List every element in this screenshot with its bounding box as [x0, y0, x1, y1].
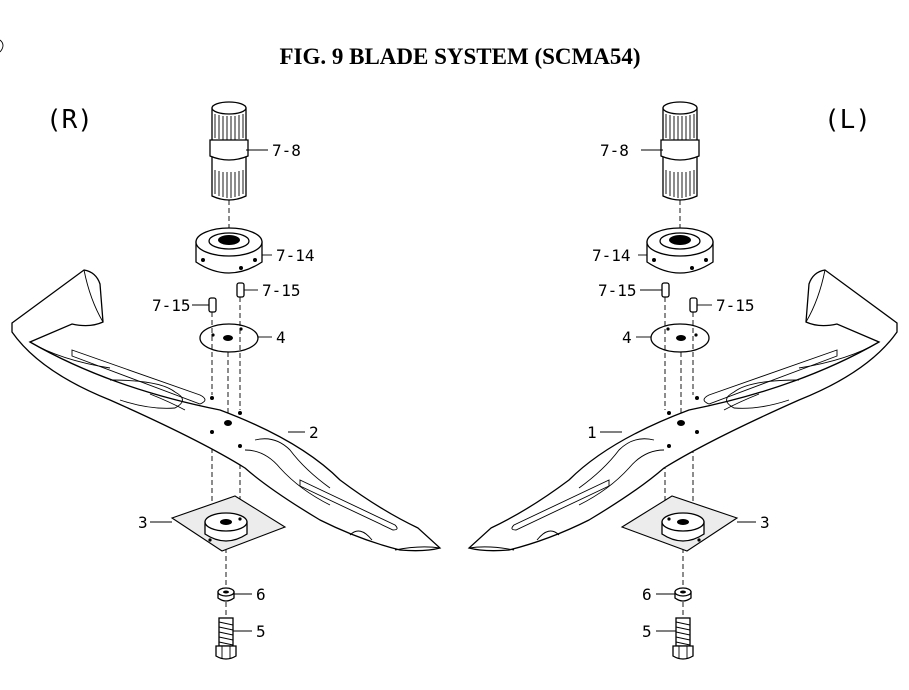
left-blade-bolt	[672, 617, 694, 660]
right-pin-right	[236, 282, 245, 298]
callout-6: 6	[642, 585, 652, 604]
callout-3: 3	[138, 513, 148, 532]
callout-2: 2	[309, 423, 319, 442]
callout-6: 6	[256, 585, 266, 604]
left-assembly: 7-8 7-14 7-15 7-15	[467, 101, 898, 660]
right-pin-left	[208, 297, 217, 313]
left-lift-plate	[620, 495, 739, 552]
right-assembly: 7-8 7-14 7-15 7-15	[11, 101, 442, 660]
figure-title: FIG. 9 BLADE SYSTEM (SCMA54)	[279, 44, 640, 69]
callout-7-8: 7-8	[600, 141, 629, 160]
page-edge-mark	[0, 39, 4, 53]
right-lift-plate	[170, 495, 287, 552]
side-label-right: (R)	[46, 105, 93, 135]
callout-7-15-left: 7-15	[152, 296, 191, 315]
right-blade-bolt	[215, 617, 237, 660]
callout-1: 1	[587, 423, 597, 442]
callout-5: 5	[256, 622, 266, 641]
right-lock-washer	[217, 587, 235, 602]
callout-4: 4	[622, 328, 632, 347]
callout-7-8: 7-8	[272, 141, 301, 160]
left-pin-right	[689, 297, 698, 313]
left-lock-washer	[674, 587, 692, 602]
callout-7-15-left: 7-15	[598, 281, 637, 300]
right-mower-blade	[11, 269, 442, 552]
left-blade-hub	[646, 227, 714, 274]
left-pin-left	[661, 282, 670, 298]
callout-7-15-right: 7-15	[716, 296, 755, 315]
left-spacer-plate	[650, 323, 710, 353]
side-label-left: (L)	[824, 105, 871, 135]
left-mower-blade	[467, 269, 898, 552]
callout-7-14: 7-14	[592, 246, 631, 265]
callout-7-14: 7-14	[276, 246, 315, 265]
callout-4: 4	[276, 328, 286, 347]
callout-3: 3	[760, 513, 770, 532]
left-spindle-shaft	[660, 101, 700, 228]
right-blade-hub	[195, 227, 263, 274]
callout-7-15-right: 7-15	[262, 281, 301, 300]
right-spacer-plate	[199, 323, 259, 353]
callout-5: 5	[642, 622, 652, 641]
right-spindle-shaft	[209, 101, 249, 228]
